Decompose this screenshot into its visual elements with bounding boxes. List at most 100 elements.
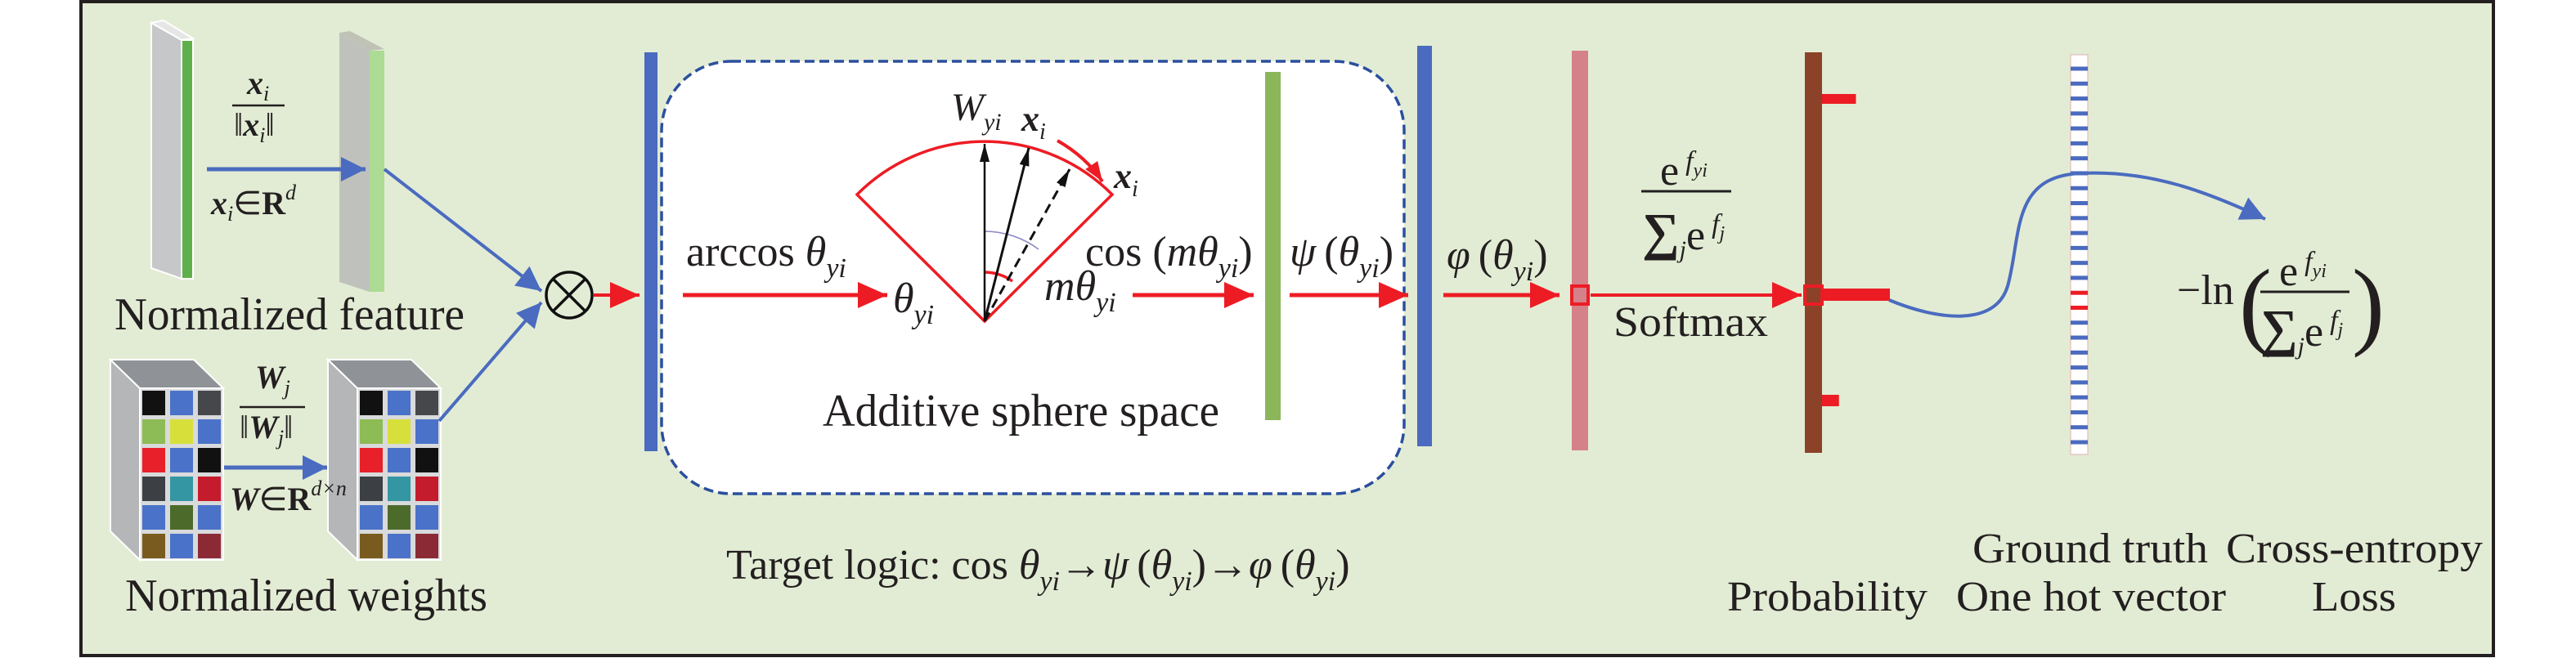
weight-cell: [198, 505, 221, 530]
weight-cell: [415, 419, 438, 444]
one-hot-entry-active: [2071, 305, 2088, 310]
target-probability-marker: [1803, 284, 1824, 306]
weight-cell: [415, 505, 438, 530]
weight-cell: [170, 448, 193, 472]
one-hot-entry: [2071, 425, 2088, 430]
logits-bar: [644, 52, 657, 451]
one-hot-entries: [2071, 66, 2088, 445]
probability-bar: [1805, 52, 1822, 453]
product-operator-icon: [545, 271, 594, 320]
weight-cell: [142, 448, 165, 472]
weight-cell: [360, 505, 383, 530]
additive-sphere-space-box: [660, 60, 1406, 495]
normalized-weights-label: Normalized weights: [125, 571, 487, 621]
phi-label: φ(θyi): [1447, 232, 1548, 287]
weight-cell: [142, 419, 165, 444]
one-hot-entry: [2071, 365, 2088, 370]
weight-cell: [142, 391, 165, 415]
normalized-weights-matrix: [325, 357, 443, 562]
weights-dimension-label: W∈Rd×n: [230, 477, 347, 517]
weight-cell: [198, 534, 221, 558]
feature-dimension-label: xi∈Rd: [210, 181, 297, 226]
softmax-label: Softmax: [1613, 299, 1768, 346]
weight-cell: [388, 477, 411, 501]
weight-cell: [388, 419, 411, 444]
probability-values: [1822, 94, 1890, 406]
weight-cell: [198, 391, 221, 415]
weights-matrix: [108, 357, 226, 562]
one-hot-entry: [2071, 186, 2088, 190]
cube-front-face: [139, 387, 224, 561]
cube-side-face: [110, 357, 141, 562]
m-theta-label: mθyi: [1044, 263, 1116, 318]
one-hot-entry: [2071, 81, 2088, 86]
weight-cell: [170, 391, 193, 415]
theta-label: θyi: [893, 275, 934, 330]
one-hot-entry: [2071, 395, 2088, 400]
weight-cell: [142, 477, 165, 501]
weight-cell: [388, 505, 411, 530]
feature-vector-bar: [149, 19, 195, 280]
one-hot-entry: [2071, 410, 2088, 414]
weight-cell: [170, 477, 193, 501]
weight-cell: [198, 448, 221, 472]
loss-label: Loss: [2312, 574, 2396, 620]
one-hot-entry: [2071, 275, 2088, 280]
one-hot-entry: [2071, 111, 2088, 116]
weight-cell: [360, 534, 383, 558]
weight-cell: [170, 505, 193, 530]
weight-cell: [198, 477, 221, 501]
one-hot-vector-label: One hot vector: [1956, 574, 2226, 620]
one-hot-entry: [2071, 156, 2088, 161]
additive-sphere-space-label: Additive sphere space: [823, 386, 1219, 436]
modified-logits-bar: [1417, 46, 1432, 446]
weight-cell: [415, 477, 438, 501]
one-hot-entry: [2071, 201, 2088, 206]
target-logic-label: Target logic: cos θyi→ψ(θyi)→φ(θyi): [726, 542, 1350, 597]
feature-vector-label: xi: [1021, 99, 1046, 145]
weight-cell: [142, 505, 165, 530]
probability-value-bar: [1822, 289, 1890, 301]
cube-side-face: [327, 357, 358, 562]
weight-cell: [388, 534, 411, 558]
feature-to-product-arrow: [383, 168, 543, 293]
feature-normalization-fraction: xi ‖xi‖: [234, 65, 277, 147]
one-hot-entry: [2071, 66, 2088, 71]
one-hot-entry: [2071, 216, 2088, 221]
loss-curve-arrow: [1888, 171, 2266, 318]
weight-cell: [360, 477, 383, 501]
one-hot-entry: [2071, 350, 2088, 355]
weights-to-product-arrow: [438, 301, 543, 423]
cross-entropy-label: Cross-entropy: [2226, 526, 2483, 572]
scores-bar: [1572, 51, 1588, 450]
cos-m-theta-label: cos (mθyi): [1085, 229, 1253, 284]
class-weight-label: Wyi: [951, 86, 1002, 136]
one-hot-entry-active: [2071, 290, 2088, 295]
angular-sector: [855, 139, 1115, 324]
weight-normalization-fraction: Wj ‖Wj‖: [240, 359, 298, 450]
weight-cell: [198, 419, 221, 444]
weight-cell: [360, 448, 383, 472]
cosine-bar: [1265, 72, 1281, 420]
one-hot-entry: [2071, 261, 2088, 266]
one-hot-entry: [2071, 231, 2088, 235]
psi-label: ψ(θyi): [1290, 229, 1393, 284]
shifted-feature-vector-label: xi: [1113, 156, 1138, 202]
weight-cell: [170, 419, 193, 444]
weight-cell: [360, 391, 383, 415]
ground-truth-label: Ground truth: [1972, 526, 2208, 572]
one-hot-entry: [2071, 380, 2088, 385]
one-hot-entry: [2071, 96, 2088, 101]
weight-cell: [415, 448, 438, 472]
probability-value-bar: [1822, 94, 1856, 104]
target-score-marker: [1570, 284, 1590, 306]
probability-value-bar: [1822, 395, 1839, 406]
cube-front-face: [357, 387, 442, 561]
weight-cell: [360, 419, 383, 444]
one-hot-entry: [2071, 320, 2088, 325]
normalized-feature-bar: [339, 31, 384, 292]
weight-cell: [415, 391, 438, 415]
